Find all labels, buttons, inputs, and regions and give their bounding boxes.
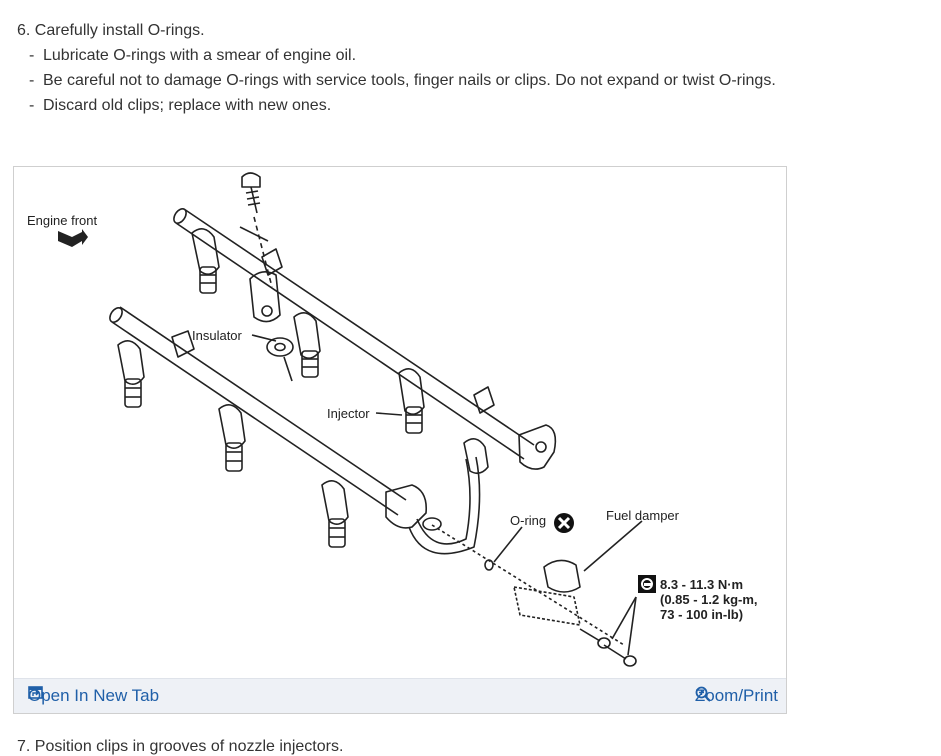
injector [398,368,425,434]
bullet-item: -Be careful not to damage O-rings with s… [29,72,776,89]
lower-flange [385,484,428,529]
step-title: 6. Carefully install O-rings. [17,22,205,39]
bullet-item: -Lubricate O-rings with a smear of engin… [29,47,357,64]
torque-line: (0.85 - 1.2 kg-m, [660,592,758,607]
fuel-damper [543,559,581,593]
open-new-tab-link[interactable]: Open In New Tab [28,686,159,706]
mounting-bracket [249,271,281,323]
zoom-print-label: Zoom/Print [694,686,778,705]
bolt [579,628,611,649]
injector [191,228,220,294]
upper-flange [518,424,557,470]
figure-toolbar: Open In New Tab Zoom/Print [14,678,786,713]
arrow-right-icon [58,229,88,247]
injector [117,340,145,408]
injector [321,480,349,548]
torque-wrench-icon [638,575,656,593]
injector [293,312,321,378]
torque-line: 73 - 100 in-lb) [660,607,744,622]
zoom-print-link[interactable]: Zoom/Print [695,686,778,706]
next-step-text: 7. Position clips in grooves of nozzle i… [17,738,344,755]
oring-label: O-ring [510,513,547,528]
bolt [241,172,261,214]
oring-part [484,559,494,571]
engine-front-label: Engine front [27,213,98,228]
bullet-item: -Discard old clips; replace with new one… [29,97,332,114]
no-reuse-icon [554,513,574,533]
torque-spec: 8.3 - 11.3 N·m (0.85 - 1.2 kg-m, 73 - 10… [660,577,758,622]
crossover-pipe [408,456,481,555]
bullet-list: -Lubricate O-rings with a smear of engin… [17,43,776,118]
diagram-figure: Engine front Insulator Injector O-ring F… [13,166,787,714]
upper-rail [183,208,535,446]
zoom-icon [695,686,711,702]
torque-line: 8.3 - 11.3 N·m [660,577,744,592]
insulator-label: Insulator [192,328,242,343]
fuel-rail-diagram [58,172,656,667]
new-tab-icon [28,686,43,699]
fuel-damper-label: Fuel damper [606,508,679,523]
open-new-tab-label: Open In New Tab [28,686,160,705]
injector-label: Injector [327,406,370,421]
instructions: 6. Carefully install O-rings. -Lubricate… [17,18,776,118]
lower-rail [119,306,407,501]
injector [463,438,489,475]
injector [218,404,246,472]
bolt [603,644,637,667]
insulator [266,337,294,357]
